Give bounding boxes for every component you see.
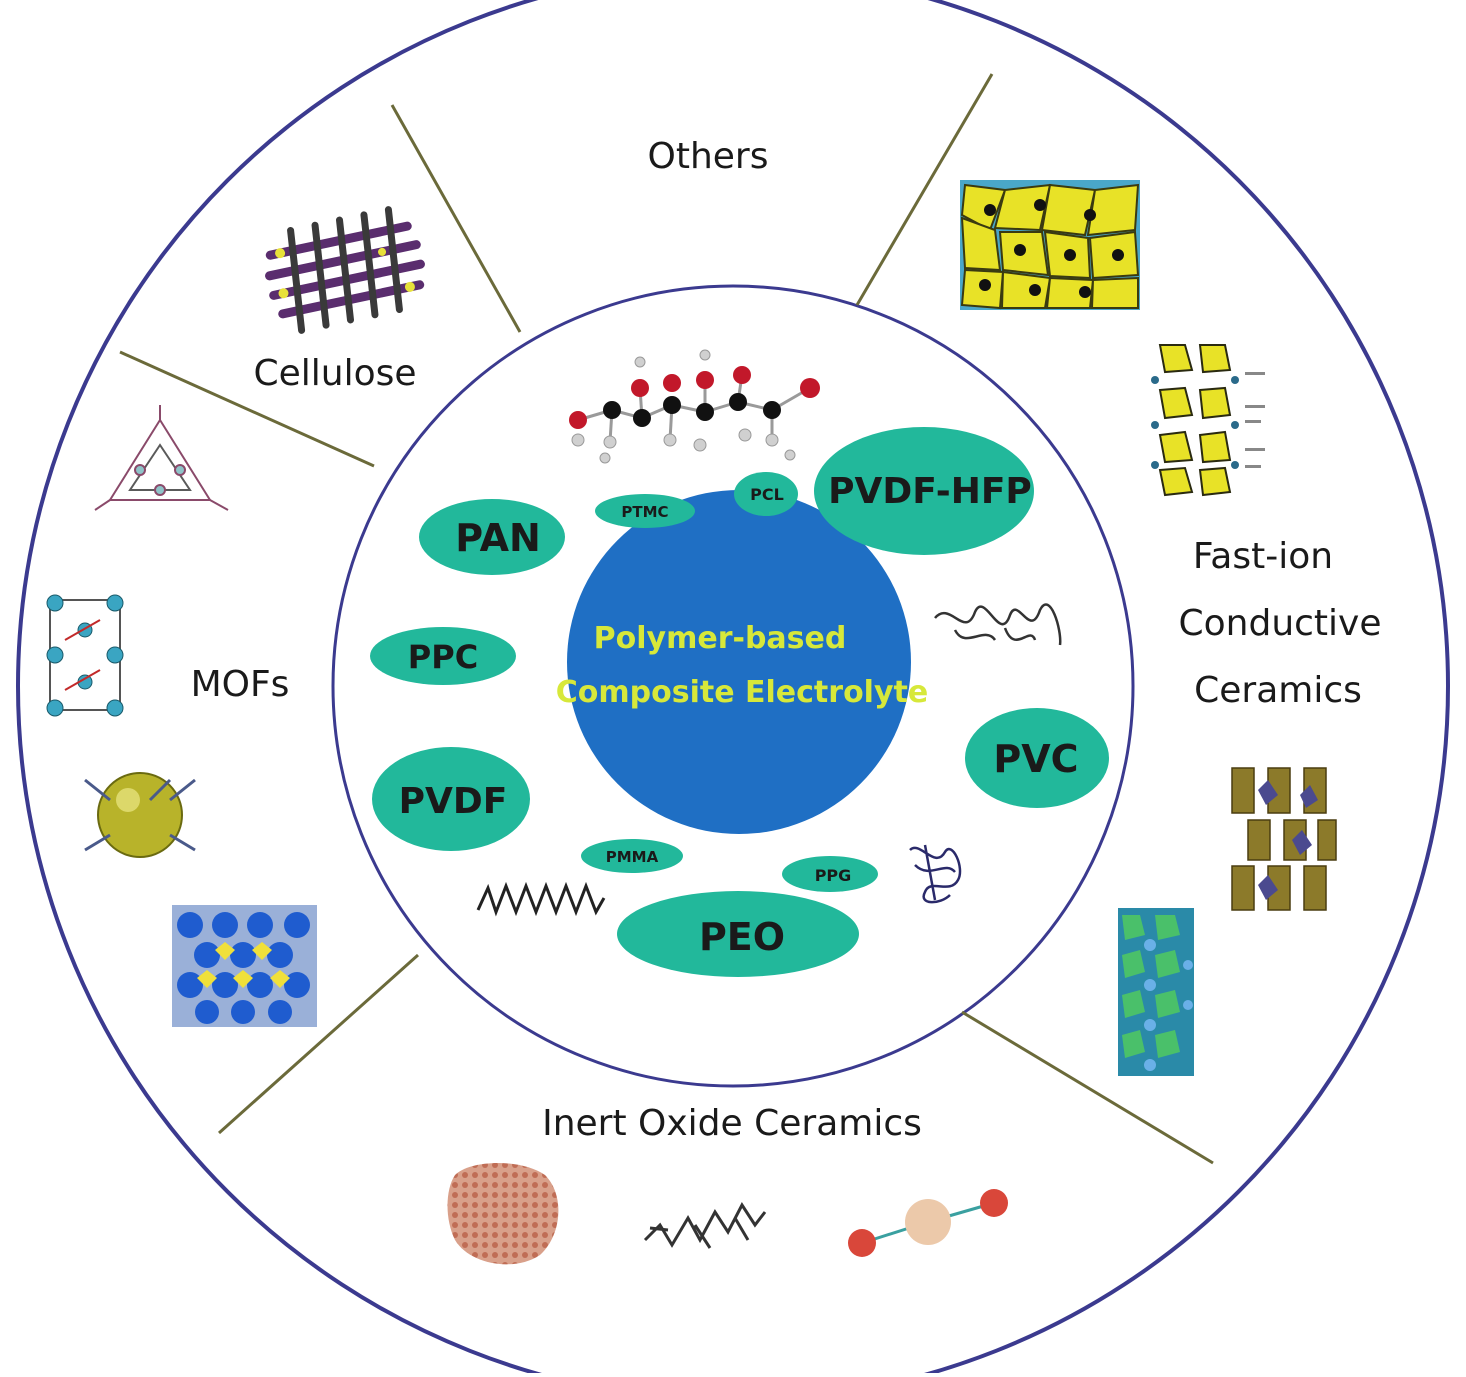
cellulose-mesh-illustration	[265, 206, 425, 334]
filler-fast-ion-line1: Fast-ion	[1193, 536, 1333, 577]
oxide-nanoparticle-illustration	[447, 1162, 559, 1265]
polymer-pmma-ellipse	[581, 839, 683, 873]
polymer-coil-illustration	[934, 603, 1062, 646]
divider-others-fastion	[855, 73, 994, 306]
perovskite-crystal-illustration	[1118, 908, 1194, 1076]
polymer-ppc-ellipse	[370, 627, 516, 685]
filler-inert-oxide-ceramics: Inert Oxide Ceramics	[542, 1103, 922, 1144]
sector-dividers	[119, 73, 1214, 1165]
polymer-ppc: PPC	[408, 638, 478, 676]
filler-fast-ion-line2: Conductive	[1178, 603, 1381, 644]
polymer-ptmc: PTMC	[621, 503, 668, 521]
polymer-pvdf-ellipse	[372, 747, 530, 851]
divider-inert-fastion	[961, 1010, 1214, 1165]
filler-fast-ion-line3: Ceramics	[1194, 670, 1362, 711]
polymer-pcl-ellipse	[734, 472, 798, 516]
polymer-labels: PAN PTMC PCL PVDF-HFP PPC PVC PVDF PMMA …	[370, 427, 1109, 977]
polymer-pvdf: PVDF	[399, 781, 508, 822]
center-title-line2: Composite Electrolyte	[556, 675, 928, 710]
divider-others-cellulose	[390, 104, 522, 333]
polymer-pmma: PMMA	[606, 848, 659, 866]
polymer-ppg-ellipse	[782, 856, 878, 892]
layered-crystal-illustration	[1151, 344, 1265, 497]
polymer-pan-ellipse	[419, 499, 565, 575]
divider-mofs-inert	[217, 953, 420, 1135]
nasicon-crystal-illustration	[1230, 765, 1340, 911]
polymer-molecule-illustration	[569, 349, 820, 464]
zigzag-polymer-illustration	[476, 881, 606, 917]
polymer-pvc: PVC	[993, 737, 1078, 781]
oxide-molecule-illustration	[848, 1189, 1008, 1257]
polymer-pcl: PCL	[750, 485, 784, 504]
filler-cellulose: Cellulose	[253, 353, 416, 394]
filler-labels: Others Cellulose MOFs Fast-ion Conductiv…	[191, 136, 1382, 1144]
divider-cellulose-mofs	[119, 350, 375, 468]
mof-cage-illustration	[46, 594, 124, 717]
polymer-pvdf-hfp: PVDF-HFP	[828, 471, 1032, 512]
mof-triangle-illustration	[94, 405, 229, 511]
polymer-pan: PAN	[455, 516, 541, 560]
polymer-pvc-ellipse	[965, 708, 1109, 808]
oxide-chain-illustration	[643, 1202, 767, 1249]
mof-sphere-illustration	[84, 772, 196, 858]
filler-mofs: MOFs	[191, 664, 290, 705]
mof-framework-illustration	[172, 905, 317, 1027]
polymer-peo-ellipse	[617, 891, 859, 977]
center-circle	[567, 490, 911, 834]
filler-others: Others	[648, 136, 769, 177]
polymer-ptmc-ellipse	[595, 494, 695, 528]
polymer-peo: PEO	[699, 915, 785, 959]
polymer-ppg: PPG	[815, 866, 852, 885]
garnet-crystal-illustration	[960, 180, 1140, 310]
polymer-pvdf-hfp-ellipse	[814, 427, 1034, 555]
tangled-polymer-illustration	[909, 844, 962, 904]
center-title-line1: Polymer-based	[594, 621, 847, 656]
